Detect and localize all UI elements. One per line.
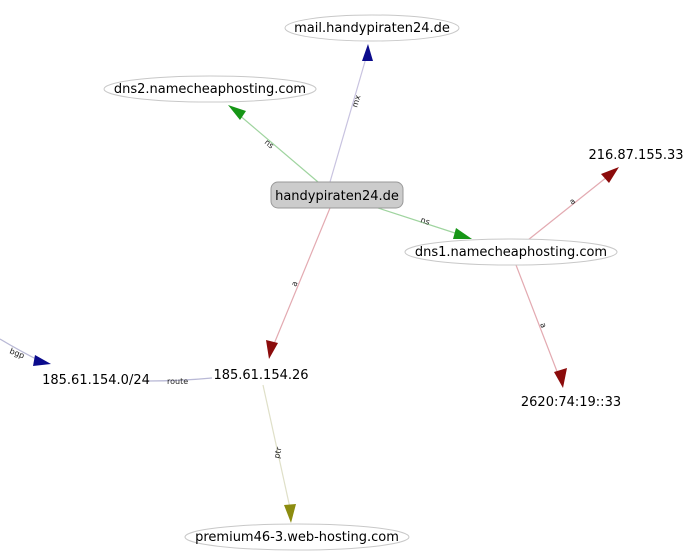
arrow-dns2 <box>228 105 246 120</box>
node-mx[interactable]: mail.handypiraten24.de <box>284 14 460 42</box>
edge-ip-ptr <box>262 384 291 509</box>
node-dns2[interactable]: dns2.namecheaphosting.com <box>103 75 317 103</box>
edge-label-bgp: bgp <box>8 347 25 361</box>
arrow-ip-root <box>266 340 278 359</box>
node-dns1[interactable]: dns1.namecheaphosting.com <box>404 238 618 266</box>
node-ip-root[interactable]: 185.61.154.26 <box>213 368 308 383</box>
edge-dns1-ipv4 <box>527 176 608 241</box>
node-label-ip-root: 185.61.154.26 <box>213 368 308 383</box>
edge-label-ptr: ptr <box>272 446 283 460</box>
node-label-mx: mail.handypiraten24.de <box>294 21 450 36</box>
node-label-prefix: 185.61.154.0/24 <box>42 373 150 388</box>
edge-label-dns1: ns <box>419 215 431 226</box>
edge-root-dns1 <box>374 206 459 235</box>
node-ipv6-dns[interactable]: 2620:74:19::33 <box>521 395 621 410</box>
node-label-root: handypiraten24.de <box>275 189 399 204</box>
arrow-bgp <box>33 355 51 366</box>
edge-ip-prefix <box>147 377 213 382</box>
edge-label-root-ip: a <box>290 280 300 288</box>
node-root[interactable]: handypiraten24.de <box>270 181 404 209</box>
edge-root-ip <box>273 207 331 345</box>
edge-label-dns2: ns <box>263 138 276 151</box>
node-label-ipv4-dns: 216.87.155.33 <box>588 148 683 163</box>
edge-label-dns1-ipv4: a <box>568 196 577 206</box>
node-ptr-host[interactable]: premium46-3.web-hosting.com <box>184 523 410 551</box>
node-label-ipv6-dns: 2620:74:19::33 <box>521 395 621 410</box>
node-label-ptr-host: premium46-3.web-hosting.com <box>195 530 399 545</box>
node-label-dns2: dns2.namecheaphosting.com <box>114 82 306 97</box>
arrow-mx <box>362 44 373 61</box>
node-ipv4-dns[interactable]: 216.87.155.33 <box>588 148 683 163</box>
edge-root-dns2 <box>237 113 319 183</box>
arrow-ipv6 <box>554 368 567 388</box>
arrow-ptr <box>284 504 296 523</box>
edge-label-mx: mx <box>350 94 362 109</box>
edge-root-mx <box>329 57 367 183</box>
node-prefix[interactable]: 185.61.154.0/24 <box>42 373 150 388</box>
edge-label-route: route <box>167 377 188 386</box>
arrow-ipv4 <box>601 167 619 183</box>
node-label-dns1: dns1.namecheaphosting.com <box>415 245 607 260</box>
edge-dns1-ipv6 <box>515 264 559 375</box>
arrow-dns1 <box>453 228 472 239</box>
edge-label-dns1-ipv6: a <box>538 321 548 329</box>
